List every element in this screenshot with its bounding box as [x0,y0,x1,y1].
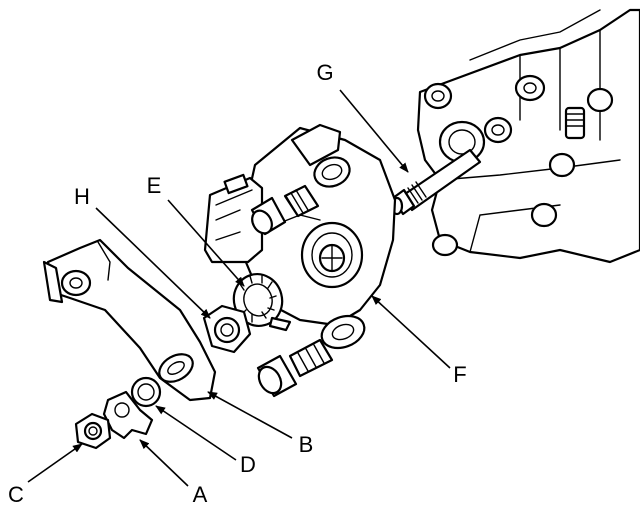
transmission-housing [416,8,640,264]
callout-b: B [298,432,314,457]
lower-bolt [256,338,334,398]
nut-c [74,412,112,450]
nut-h [202,304,252,354]
leader-f [371,295,451,369]
callout-a: A [192,482,208,507]
leader-g [339,89,409,173]
callout-g: G [316,60,334,85]
upper-bolt [250,184,320,236]
callout-f: F [453,362,467,387]
callout-c: C [8,482,24,507]
callout-e: E [146,173,162,198]
callout-d: D [240,452,256,477]
leader-h [95,207,211,319]
washer-d [130,376,162,408]
leader-c [27,443,83,483]
shift-lever [42,238,217,402]
lock-washer [232,273,292,332]
callout-h: H [74,184,90,209]
leader-b [207,391,293,439]
connector-block [203,173,264,264]
position-switch-body [243,123,397,350]
leader-e [167,199,245,287]
leader-d [155,405,237,461]
leader-a [139,439,189,487]
leader-lines [27,89,451,487]
